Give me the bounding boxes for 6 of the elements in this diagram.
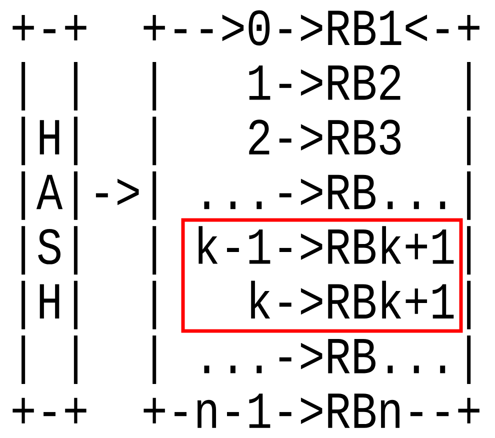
ascii-line: |A|->| ...->RB...| xyxy=(22,171,471,220)
ascii-line: +-+ +-->0->RB1<-+ xyxy=(12,10,480,46)
ascii-line: | | | 1->RB2 | xyxy=(22,62,471,110)
ascii-line: |H| | 2->RB3 | xyxy=(22,116,471,166)
ascii-line: +-+ +-n-1->RBn--+ xyxy=(12,394,480,428)
ascii-line: | | | ...->RB...| xyxy=(22,336,471,384)
